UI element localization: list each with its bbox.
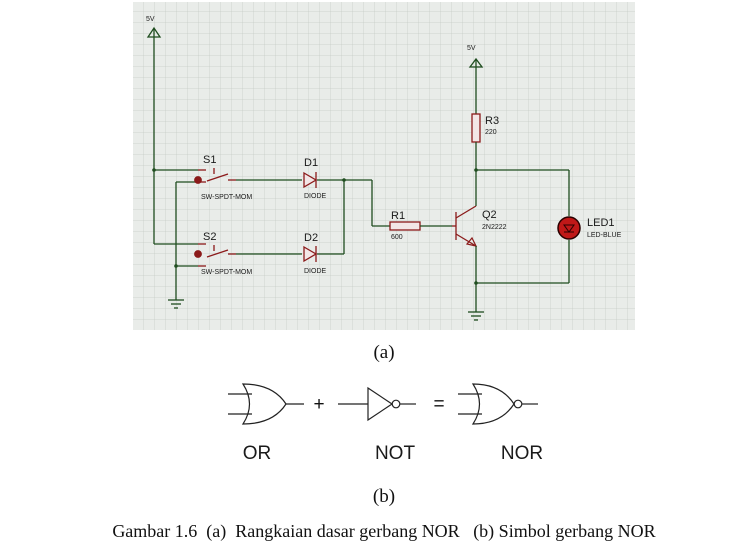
led1-part: LED-BLUE	[587, 232, 622, 239]
plus-sign: +	[313, 394, 324, 415]
nor-label: NOR	[501, 443, 543, 464]
d2-part: DIODE	[304, 268, 327, 275]
caption-b: (b)	[373, 486, 395, 507]
not-gate-icon	[338, 386, 416, 422]
led-icon	[557, 216, 581, 240]
ground-right-icon	[468, 311, 484, 321]
not-label: NOT	[375, 443, 416, 464]
nor-gate-icon	[458, 383, 538, 425]
equals-sign: =	[433, 394, 444, 415]
s1-part: SW-SPDT-MOM	[201, 194, 252, 201]
schematic-panel: 5V S1 SW-SPDT-MOM	[133, 2, 635, 330]
supply-left: 5V	[146, 16, 162, 244]
switch-s1: S1 SW-SPDT-MOM	[194, 154, 252, 201]
figure-caption: Gambar 1.6 (a) Rangkaian dasar gerbang N…	[112, 521, 655, 542]
gate-symbols: + = OR NOT NOR	[228, 383, 543, 464]
s2-part: SW-SPDT-MOM	[201, 269, 252, 276]
supply-right: 5V	[467, 45, 484, 114]
d1-ref: D1	[304, 157, 318, 169]
s1-ref: S1	[203, 154, 216, 166]
r1-value: 600	[391, 234, 403, 241]
q2-ref: Q2	[482, 209, 497, 221]
schematic-grid	[133, 2, 635, 330]
ground-left-icon	[168, 299, 184, 309]
or-label: OR	[243, 443, 272, 464]
or-gate-icon	[228, 383, 304, 425]
d1-part: DIODE	[304, 193, 327, 200]
diode-d2: D2 DIODE	[303, 232, 327, 275]
diode-d1: D1 DIODE	[303, 157, 327, 200]
caption-a: (a)	[373, 342, 394, 363]
switch-s2: S2 SW-SPDT-MOM	[194, 231, 252, 276]
transistor-q2: Q2 2N2222	[452, 205, 507, 247]
supply-right-label: 5V	[467, 45, 476, 52]
r3-value: 220	[485, 129, 497, 136]
r3-ref: R3	[485, 115, 499, 127]
s2-ref: S2	[203, 231, 216, 243]
q2-part: 2N2222	[482, 224, 507, 231]
led-led1: LED1 LED-BLUE	[557, 170, 622, 283]
r1-ref: R1	[391, 210, 405, 222]
led1-ref: LED1	[587, 217, 615, 229]
d2-ref: D2	[304, 232, 318, 244]
supply-left-label: 5V	[146, 16, 155, 23]
